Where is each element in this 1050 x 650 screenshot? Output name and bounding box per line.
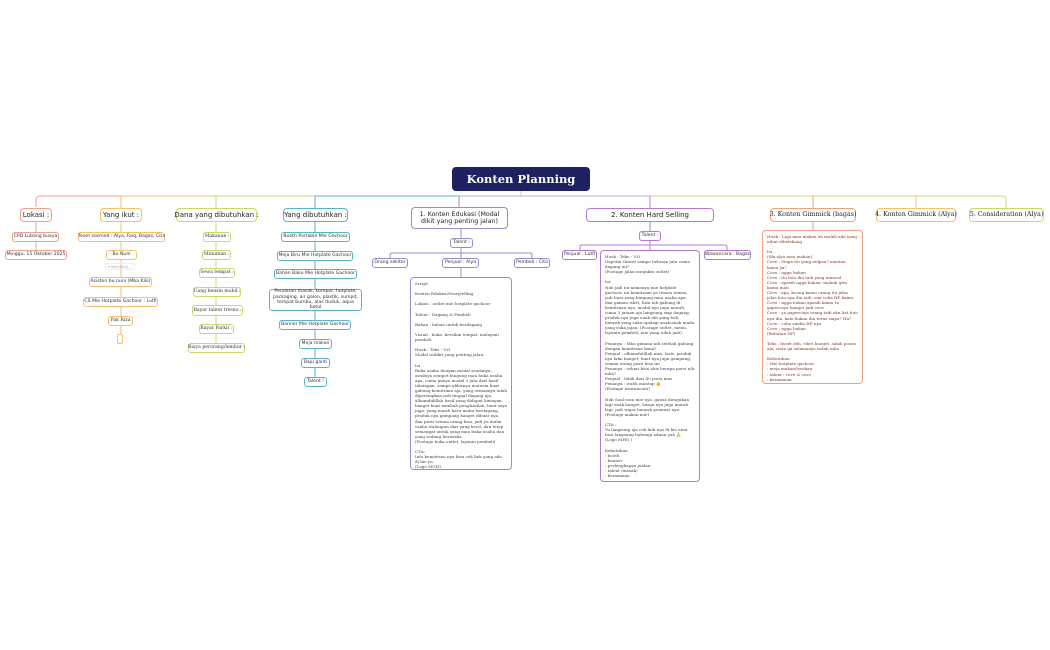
topic-gimmick-alya[interactable]: 4. Konten Gimmick (Alya) bbox=[875, 208, 957, 222]
subtopic-orang-sekitar[interactable]: Orang sekitar bbox=[372, 258, 408, 268]
subtopic-team[interactable]: Team sosmed : Alya, Faiq, Bagas, Cita bbox=[78, 232, 165, 242]
subtopic-bensin[interactable]: Uang bensin mobil : bbox=[193, 287, 241, 297]
subtopic-sewa-tempat[interactable]: Sewa tempat : bbox=[199, 268, 235, 278]
subtopic-makanan[interactable]: Makanan : bbox=[203, 232, 231, 242]
subtopic-lokasi-date[interactable]: Minggu, 15 Oktober 2025 bbox=[5, 250, 67, 260]
topic-yang-dibutuhkan[interactable]: Yang dibutuhkan : bbox=[283, 208, 348, 222]
subtopic-talent-needed[interactable]: Talent ! bbox=[304, 377, 327, 387]
subtopic-cs[interactable]: CS Mie Hotplate Gachoor : Lutfi bbox=[83, 297, 158, 307]
subtopic-pak-riza[interactable]: Pak Riza bbox=[108, 316, 133, 326]
subtopic-meja-biru[interactable]: Meja Biru Mie Hotplate Gachoor bbox=[277, 251, 353, 261]
subtopic-biaya[interactable]: Biaya perorang/lembur : bbox=[188, 343, 245, 353]
subtopic-minuman[interactable]: Minuman : bbox=[202, 250, 231, 260]
topic-consideration[interactable]: 5. Consideration (Alya) bbox=[969, 208, 1044, 222]
topic-dana[interactable]: Dana yang dibutuhkan : bbox=[174, 208, 259, 222]
hard-selling-script-note[interactable]: Hook : Teks - V.O Dapetin Omset sampe be… bbox=[600, 250, 700, 482]
subtopic-pembeli-cita[interactable]: Pembeli : Cita bbox=[514, 258, 550, 268]
subtopic-empty[interactable] bbox=[117, 334, 123, 344]
subtopic-baju-ganti[interactable]: Baju ganti bbox=[301, 358, 330, 368]
subtopic-hard-talent[interactable]: Talent : bbox=[639, 231, 661, 241]
subtopic-bahan-baku[interactable]: Bahan Baku Mie Hotplate Gachoor bbox=[274, 269, 357, 279]
subtopic-peralatan[interactable]: Peralatan masak, kompor, hotplate, packa… bbox=[269, 289, 362, 311]
topic-gimmick-bagas[interactable]: 3. Konten Gimmick (bagas) bbox=[770, 208, 856, 222]
subtopic-edukasi-talent[interactable]: Talent : bbox=[450, 238, 473, 248]
subtopic-parkir[interactable]: Bayar Parkir : bbox=[199, 324, 234, 334]
subtopic-penjual-lutfi[interactable]: Penjual : Lutfi bbox=[562, 250, 597, 260]
central-topic[interactable]: Konten Planning bbox=[452, 167, 590, 191]
subtopic-meja-makan[interactable]: Meja makan bbox=[299, 339, 332, 349]
subtopic-asisten[interactable]: Asisten bu nuni (Mba Kiki) bbox=[89, 277, 152, 287]
topic-konten-edukasi[interactable]: 1. Konten Edukasi (Modal dikit yang pent… bbox=[411, 207, 508, 229]
subtopic-booth[interactable]: Booth Portable Mie Gachoor bbox=[281, 232, 350, 242]
topic-yang-ikut[interactable]: Yang ikut : bbox=[100, 208, 142, 222]
subtopic-wawancara-bagas[interactable]: Wawancara : Bagas bbox=[704, 250, 751, 260]
gimmick-script-note[interactable]: Hook : Lagi mau makan eh malah ada yang … bbox=[762, 230, 863, 384]
edukasi-script-note[interactable]: Script Konten Edukasi/Storytelling Lokas… bbox=[410, 277, 512, 470]
subtopic-talent[interactable]: Bayar talent tresno : bbox=[192, 305, 243, 316]
subtopic-bu-nuni[interactable]: Bu Nuni bbox=[106, 250, 137, 260]
topic-konten-hard-selling[interactable]: 2. Konten Hard Selling bbox=[586, 208, 714, 222]
subtopic-banner[interactable]: Banner Mie Hotplate Gachoor bbox=[279, 320, 351, 330]
note-tag: melayani&... bbox=[105, 263, 136, 270]
topic-lokasi[interactable]: Lokasi : bbox=[20, 208, 52, 222]
subtopic-lokasi-place[interactable]: CPD Lubang buaya bbox=[12, 232, 59, 242]
subtopic-penjual-alya[interactable]: Penjual : Alya bbox=[442, 258, 479, 268]
